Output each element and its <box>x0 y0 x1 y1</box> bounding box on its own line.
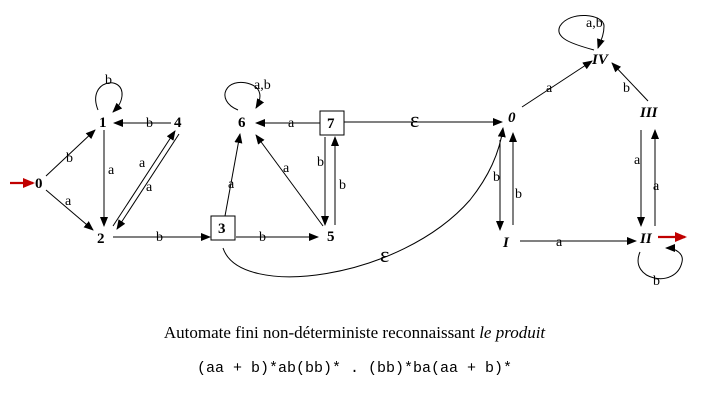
edge-2-4 <box>112 130 176 227</box>
label-7-5: b <box>317 155 324 170</box>
state-IV: IV <box>591 52 610 68</box>
state-7: 7 <box>327 116 335 132</box>
state-2: 2 <box>97 231 105 247</box>
label-7-6: a <box>288 116 295 131</box>
label-0-1: b <box>66 151 73 166</box>
edge-0-2 <box>45 189 94 231</box>
label-3-r0-epsilon: ε <box>380 242 389 267</box>
label-5-6: a <box>283 161 290 176</box>
state-4: 4 <box>174 115 182 131</box>
edge-III-IV <box>611 62 649 102</box>
formula: (aa + b)*ab(bb)* . (bb)*ba(aa + b)* <box>196 360 513 377</box>
state-r0: 0 <box>508 110 516 126</box>
label-2-4: a <box>139 156 146 171</box>
label-loop-1: b <box>105 73 112 88</box>
loop-6 <box>224 81 265 111</box>
label-2-3: b <box>156 230 163 245</box>
label-III-IV: b <box>623 81 630 96</box>
state-1: 1 <box>99 115 107 131</box>
caption: Automate fini non-déterministe reconnais… <box>0 323 709 343</box>
state-5: 5 <box>327 229 335 245</box>
edge-r0-IV <box>521 60 593 108</box>
label-I-II: a <box>556 235 563 250</box>
edge-0-1 <box>45 129 96 177</box>
label-4-1: b <box>146 116 153 131</box>
edge-3-r0-epsilon <box>222 127 506 278</box>
state-6: 6 <box>238 115 246 131</box>
loop-1 <box>95 82 123 113</box>
label-loop-II: b <box>653 274 660 289</box>
caption-prefix: Automate fini non-déterministe reconnais… <box>163 323 480 342</box>
label-r0-I: b <box>493 170 500 185</box>
state-3: 3 <box>218 221 226 237</box>
label-0-2: a <box>65 194 72 209</box>
edge-4-2 <box>116 133 180 230</box>
label-III-II: a <box>634 153 641 168</box>
edge-5-6 <box>255 134 324 227</box>
state-I: I <box>502 235 510 251</box>
label-3-5: b <box>259 230 266 245</box>
label-r0-IV: a <box>546 81 553 96</box>
loop-II <box>637 244 683 280</box>
label-3-6: a <box>228 177 235 192</box>
label-loop-IV: a,b <box>586 16 603 31</box>
edge-3-6 <box>224 133 243 217</box>
label-7-r0-epsilon: ε <box>410 107 419 132</box>
label-5-7: b <box>339 178 346 193</box>
state-0: 0 <box>35 176 43 192</box>
label-I-r0: b <box>515 187 522 202</box>
state-III: III <box>639 105 659 121</box>
label-loop-6: a,b <box>254 78 271 93</box>
label-4-2: a <box>146 180 153 195</box>
state-II: II <box>639 231 653 247</box>
label-1-2: a <box>108 163 115 178</box>
caption-emphasis: le produit <box>479 323 546 342</box>
state-box-7 <box>319 110 345 136</box>
loop-IV <box>558 14 605 51</box>
state-box-3 <box>210 215 236 241</box>
label-II-III: a <box>653 179 660 194</box>
